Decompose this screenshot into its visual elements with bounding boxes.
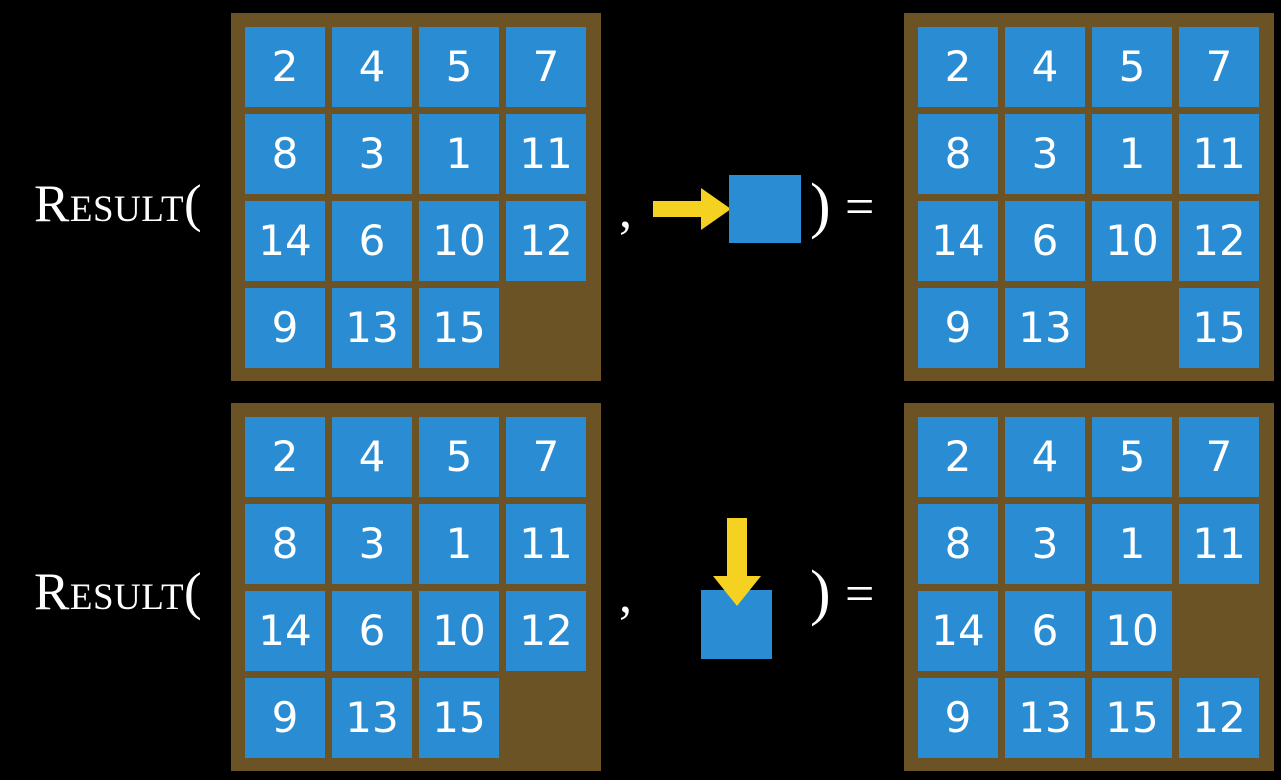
tile: 2 bbox=[918, 417, 998, 497]
tile: 13 bbox=[1005, 288, 1085, 368]
input-board-row1: 2 4 5 7 8 3 1 11 14 6 10 12 9 13 15 bbox=[231, 13, 601, 381]
tile: 7 bbox=[506, 27, 586, 107]
arrow-down-icon bbox=[713, 518, 761, 606]
tile: 7 bbox=[506, 417, 586, 497]
comma-row2: , bbox=[619, 567, 632, 624]
tile: 5 bbox=[419, 417, 499, 497]
tile: 5 bbox=[1092, 27, 1172, 107]
tile: 1 bbox=[1092, 114, 1172, 194]
tile: 15 bbox=[1179, 288, 1259, 368]
tile: 12 bbox=[1179, 201, 1259, 281]
tile: 4 bbox=[332, 27, 412, 107]
operand-tile-row1 bbox=[729, 175, 801, 243]
tile: 1 bbox=[419, 114, 499, 194]
tile-empty bbox=[506, 288, 586, 368]
tile: 8 bbox=[918, 114, 998, 194]
tile: 13 bbox=[332, 288, 412, 368]
result-label-row1: Result( bbox=[34, 175, 203, 233]
tile: 3 bbox=[332, 114, 412, 194]
tile: 4 bbox=[1005, 417, 1085, 497]
result-label-row2: Result( bbox=[34, 563, 203, 621]
tile: 12 bbox=[506, 201, 586, 281]
tile: 12 bbox=[506, 591, 586, 671]
tile: 13 bbox=[332, 678, 412, 758]
tile-empty bbox=[1179, 591, 1259, 671]
tile: 5 bbox=[1092, 417, 1172, 497]
tile: 15 bbox=[419, 288, 499, 368]
output-board-row2: 2 4 5 7 8 3 1 11 14 6 10 9 13 15 12 bbox=[904, 403, 1274, 771]
tile: 6 bbox=[1005, 591, 1085, 671]
tile: 13 bbox=[1005, 678, 1085, 758]
close-paren-row1: ) bbox=[810, 172, 831, 240]
tile: 3 bbox=[1005, 114, 1085, 194]
arrow-right-icon bbox=[653, 188, 731, 230]
tile: 2 bbox=[245, 27, 325, 107]
tile: 3 bbox=[1005, 504, 1085, 584]
tile: 15 bbox=[419, 678, 499, 758]
comma-row1: , bbox=[619, 182, 632, 239]
tile: 7 bbox=[1179, 417, 1259, 497]
output-board-row1: 2 4 5 7 8 3 1 11 14 6 10 12 9 13 15 bbox=[904, 13, 1274, 381]
tile: 9 bbox=[245, 288, 325, 368]
tile: 7 bbox=[1179, 27, 1259, 107]
tile: 1 bbox=[1092, 504, 1172, 584]
tile: 9 bbox=[918, 288, 998, 368]
tile: 6 bbox=[332, 201, 412, 281]
close-paren-row2: ) bbox=[810, 559, 831, 627]
tile: 12 bbox=[1179, 678, 1259, 758]
tile: 14 bbox=[918, 591, 998, 671]
tile: 2 bbox=[245, 417, 325, 497]
tile: 5 bbox=[419, 27, 499, 107]
tile: 11 bbox=[1179, 114, 1259, 194]
tile: 10 bbox=[419, 201, 499, 281]
tile: 11 bbox=[1179, 504, 1259, 584]
input-board-row2: 2 4 5 7 8 3 1 11 14 6 10 12 9 13 15 bbox=[231, 403, 601, 771]
tile: 14 bbox=[918, 201, 998, 281]
tile: 9 bbox=[918, 678, 998, 758]
tile: 9 bbox=[245, 678, 325, 758]
tile: 10 bbox=[1092, 591, 1172, 671]
equals-row2: = bbox=[845, 566, 875, 623]
tile: 2 bbox=[918, 27, 998, 107]
equals-row1: = bbox=[845, 179, 875, 236]
tile: 8 bbox=[245, 114, 325, 194]
tile: 3 bbox=[332, 504, 412, 584]
tile: 8 bbox=[245, 504, 325, 584]
tile: 14 bbox=[245, 201, 325, 281]
tile: 6 bbox=[1005, 201, 1085, 281]
tile-empty bbox=[1092, 288, 1172, 368]
tile: 15 bbox=[1092, 678, 1172, 758]
tile: 8 bbox=[918, 504, 998, 584]
tile: 11 bbox=[506, 114, 586, 194]
tile: 10 bbox=[1092, 201, 1172, 281]
tile: 11 bbox=[506, 504, 586, 584]
tile-empty bbox=[506, 678, 586, 758]
tile: 6 bbox=[332, 591, 412, 671]
tile: 4 bbox=[1005, 27, 1085, 107]
tile: 10 bbox=[419, 591, 499, 671]
tile: 14 bbox=[245, 591, 325, 671]
tile: 4 bbox=[332, 417, 412, 497]
tile: 1 bbox=[419, 504, 499, 584]
